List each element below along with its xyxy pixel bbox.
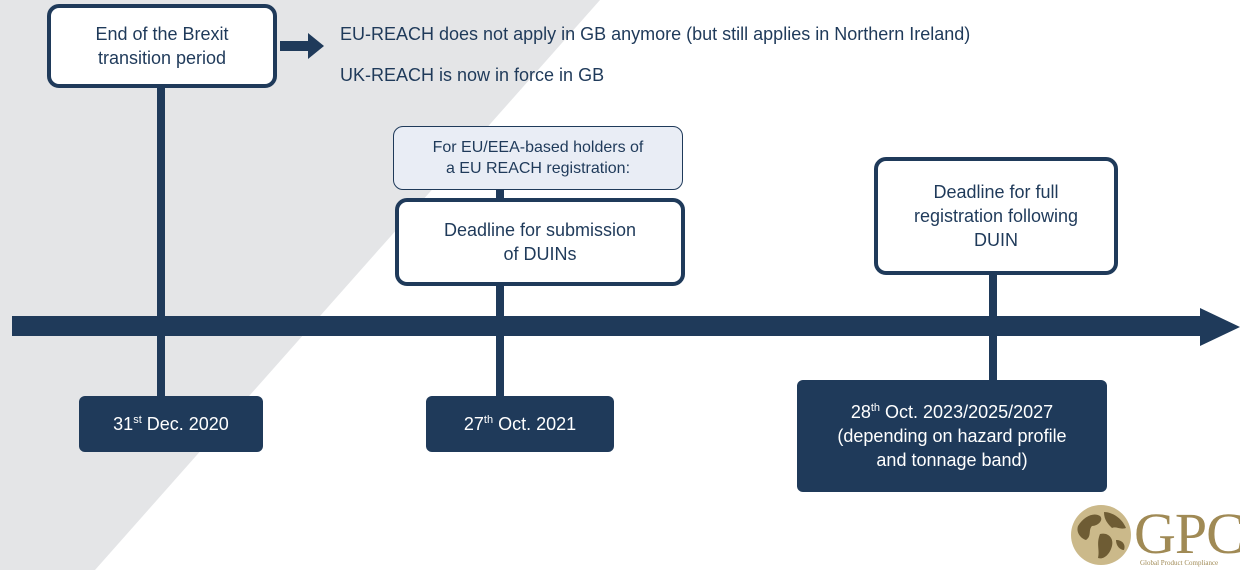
note-line1: For EU/EEA-based holders of	[432, 139, 644, 156]
timeline-arrowhead	[1200, 308, 1240, 346]
date-2020-suffix: st	[133, 414, 142, 426]
date-2023-suffix: th	[870, 402, 881, 414]
date-2021-day: 27	[463, 414, 484, 434]
date-2021-suffix: th	[483, 414, 494, 426]
event-duin-line1: Deadline for submission	[443, 220, 637, 240]
date-2020-rest: Dec. 2020	[141, 414, 229, 434]
date-2023-line3: and tonnage band)	[876, 450, 1028, 470]
date-2023-line2: (depending on hazard profile	[837, 426, 1067, 446]
event-full-registration: Deadline for full registration following…	[874, 157, 1118, 275]
globe-icon	[1071, 505, 1131, 565]
note-line2: a EU REACH registration:	[445, 160, 631, 177]
date-box-2020: 31st Dec. 2020	[79, 396, 263, 452]
date-2023-rest: Oct. 2023/2025/2027	[880, 402, 1054, 422]
timeline-axis	[12, 316, 1212, 336]
date-2023-day: 28	[850, 402, 871, 422]
event-full-line2: registration following	[913, 206, 1079, 226]
date-2020-day: 31	[113, 414, 134, 434]
event-duin-line2: of DUINs	[503, 244, 577, 264]
event-duin-deadline: Deadline for submission of DUINs	[395, 198, 685, 286]
event-brexit-line1: End of the Brexit	[95, 24, 229, 44]
event-brexit-line2: transition period	[97, 48, 227, 68]
event-full-line1: Deadline for full	[933, 182, 1059, 202]
logo-text: GPC	[1134, 503, 1240, 566]
date-box-2021: 27th Oct. 2021	[426, 396, 614, 452]
connector-line-brexit	[157, 88, 165, 398]
connector-line-duin	[496, 188, 504, 398]
message-eu-reach: EU-REACH does not apply in GB anymore (b…	[340, 24, 971, 44]
date-2021-rest: Oct. 2021	[493, 414, 577, 434]
message-uk-reach: UK-REACH is now in force in GB	[340, 65, 605, 85]
event-full-line3: DUIN	[974, 230, 1018, 250]
note-eu-eea-holders: For EU/EEA-based holders of a EU REACH r…	[393, 126, 683, 190]
logo-subtitle: Global Product Compliance	[1140, 559, 1219, 567]
pointer-arrow-icon	[280, 33, 324, 59]
event-brexit-end: End of the Brexit transition period	[47, 4, 277, 88]
gpc-logo: GPC Global Product Compliance	[1068, 503, 1240, 570]
date-box-2023-2027: 28th Oct. 2023/2025/2027 (depending on h…	[797, 380, 1107, 492]
